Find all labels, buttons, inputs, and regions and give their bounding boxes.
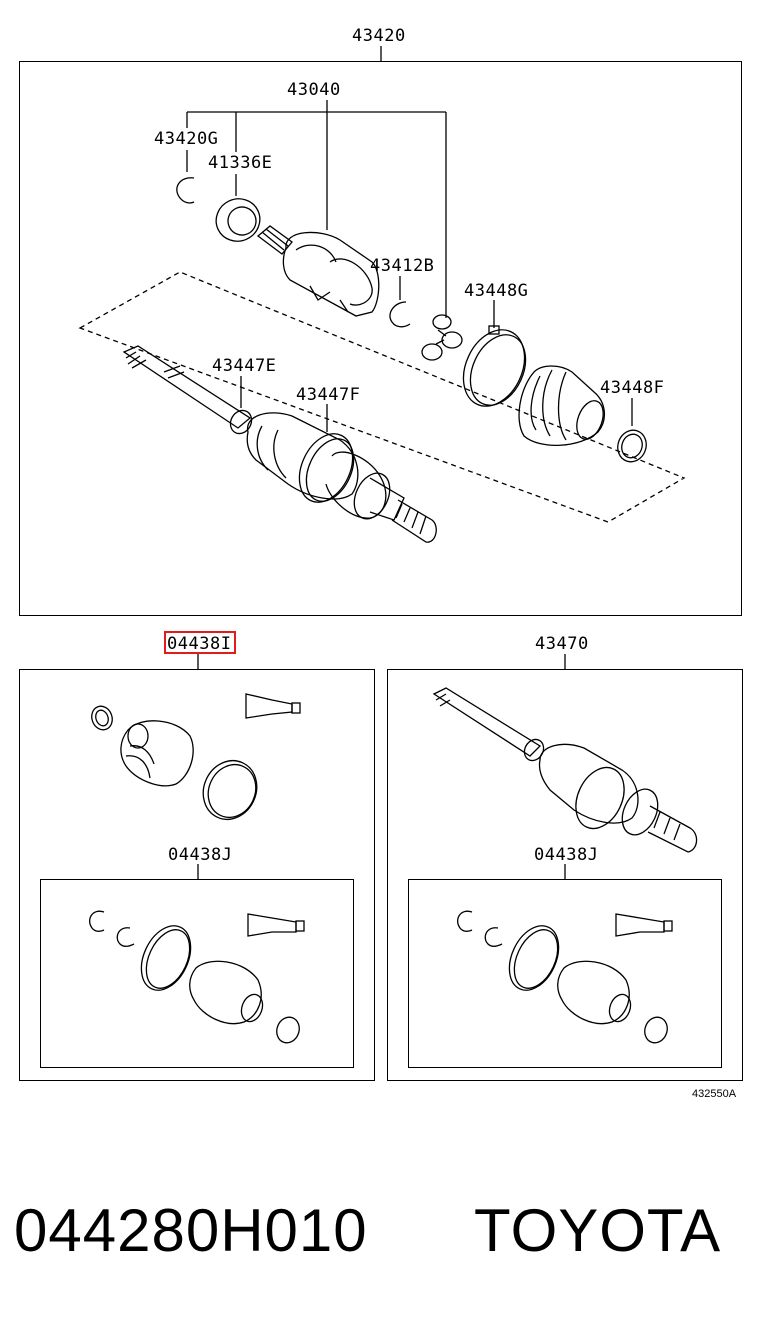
- snap-ring-icon: [176, 177, 195, 204]
- boot-clamp-g-icon: [462, 325, 527, 407]
- kit-j-left-parts: [89, 910, 305, 1044]
- tripod-joint-icon: [421, 314, 463, 361]
- grease-tube-icon: [245, 693, 301, 719]
- highlight-box: [164, 631, 236, 654]
- label-boot-clamp-g[interactable]: 43448G: [464, 281, 529, 301]
- outboard-shaft-icon: [432, 687, 698, 853]
- drive-shaft-icon: [122, 345, 437, 543]
- label-boot-kit-suffix: I: [220, 634, 232, 654]
- inboard-boot-icon: [518, 365, 605, 446]
- boot-kit-j-left-frame: [40, 879, 354, 1068]
- label-boot-kit-number: 04438: [167, 634, 221, 654]
- label-dust-seal[interactable]: 41336E: [208, 153, 273, 173]
- label-boot-clamp-f[interactable]: 43447F: [296, 385, 361, 405]
- boot-clamp-f2-icon: [617, 429, 647, 463]
- leader-lines: [186, 46, 633, 880]
- label-boot-clamp-f2[interactable]: 43448F: [600, 378, 665, 398]
- boot-kit-frame: [19, 669, 375, 1081]
- kit-large-clamp-icon: [202, 760, 258, 820]
- label-snap-ring[interactable]: 43420G: [154, 129, 219, 149]
- figure-code: 432550A: [692, 1088, 737, 1100]
- footer-part-number: 044280H010: [14, 1197, 368, 1264]
- dust-seal-icon: [215, 198, 261, 242]
- dashed-outline: [78, 271, 686, 523]
- label-inboard-joint[interactable]: 43040: [287, 80, 341, 100]
- snap-ring-b-icon: [389, 301, 411, 328]
- label-boot-kit-j-left[interactable]: 04438J: [168, 845, 233, 865]
- label-boot-clamp-e[interactable]: 43447E: [212, 356, 277, 376]
- inboard-joint-icon: [256, 225, 380, 317]
- kit-j-right-parts: [457, 910, 673, 1044]
- kit-boot-icon: [120, 720, 194, 787]
- kit-small-clamp-icon: [91, 705, 113, 731]
- label-snap-ring-b[interactable]: 43412B: [370, 256, 435, 276]
- footer-brand: TOYOTA: [474, 1197, 722, 1264]
- label-boot-kit-j-right[interactable]: 04438J: [534, 845, 599, 865]
- label-assembly[interactable]: 43420: [352, 26, 406, 46]
- label-outboard-shaft[interactable]: 43470: [535, 634, 589, 654]
- label-boot-kit[interactable]: 04438I: [167, 634, 231, 654]
